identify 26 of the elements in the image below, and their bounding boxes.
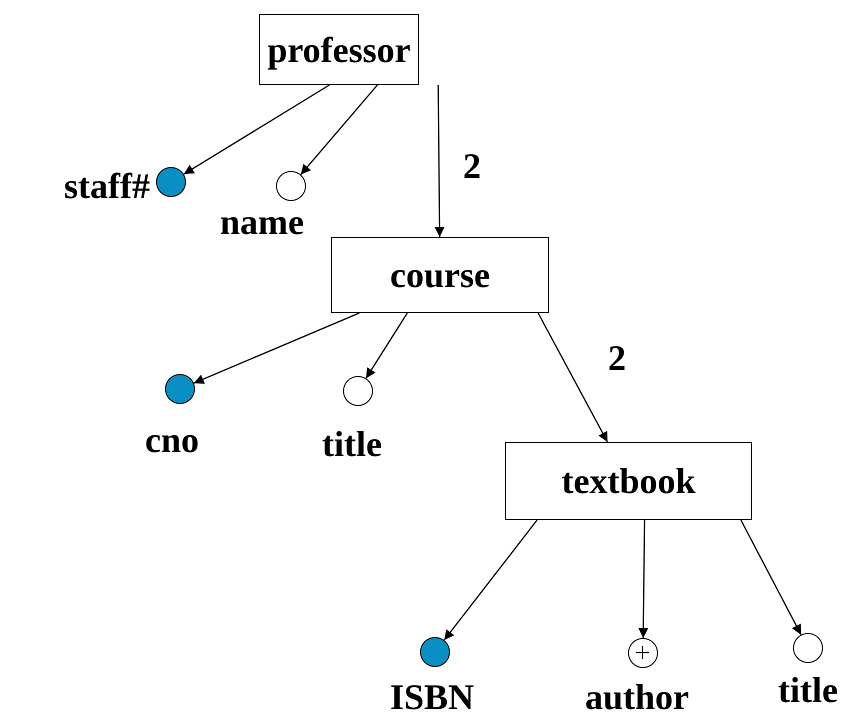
arrow xyxy=(638,520,648,638)
hollow-circle xyxy=(276,171,306,201)
plus-circle xyxy=(628,638,658,668)
arrow xyxy=(538,312,608,442)
arrow xyxy=(434,85,445,237)
entity-box: professor xyxy=(259,14,419,85)
hollow-circle xyxy=(343,376,373,406)
attribute-label: cno xyxy=(145,422,199,458)
arrow xyxy=(365,312,408,379)
attribute-label: title xyxy=(322,426,382,462)
attribute-label: title xyxy=(778,672,838,708)
filled-circle xyxy=(420,637,450,667)
entity-box: course xyxy=(331,237,549,313)
arrow xyxy=(300,84,378,176)
filled-circle xyxy=(165,374,195,404)
attribute-label: staff# xyxy=(64,168,150,204)
attribute-label: author xyxy=(585,679,689,715)
attribute-label: ISBN xyxy=(390,679,474,715)
arrow xyxy=(444,520,538,641)
attribute-label: name xyxy=(220,204,304,240)
arrow xyxy=(183,84,330,175)
hollow-circle xyxy=(793,633,823,663)
filled-circle xyxy=(156,167,186,197)
arrow xyxy=(194,312,360,384)
entity-box: textbook xyxy=(505,442,752,520)
arrow xyxy=(740,520,802,636)
